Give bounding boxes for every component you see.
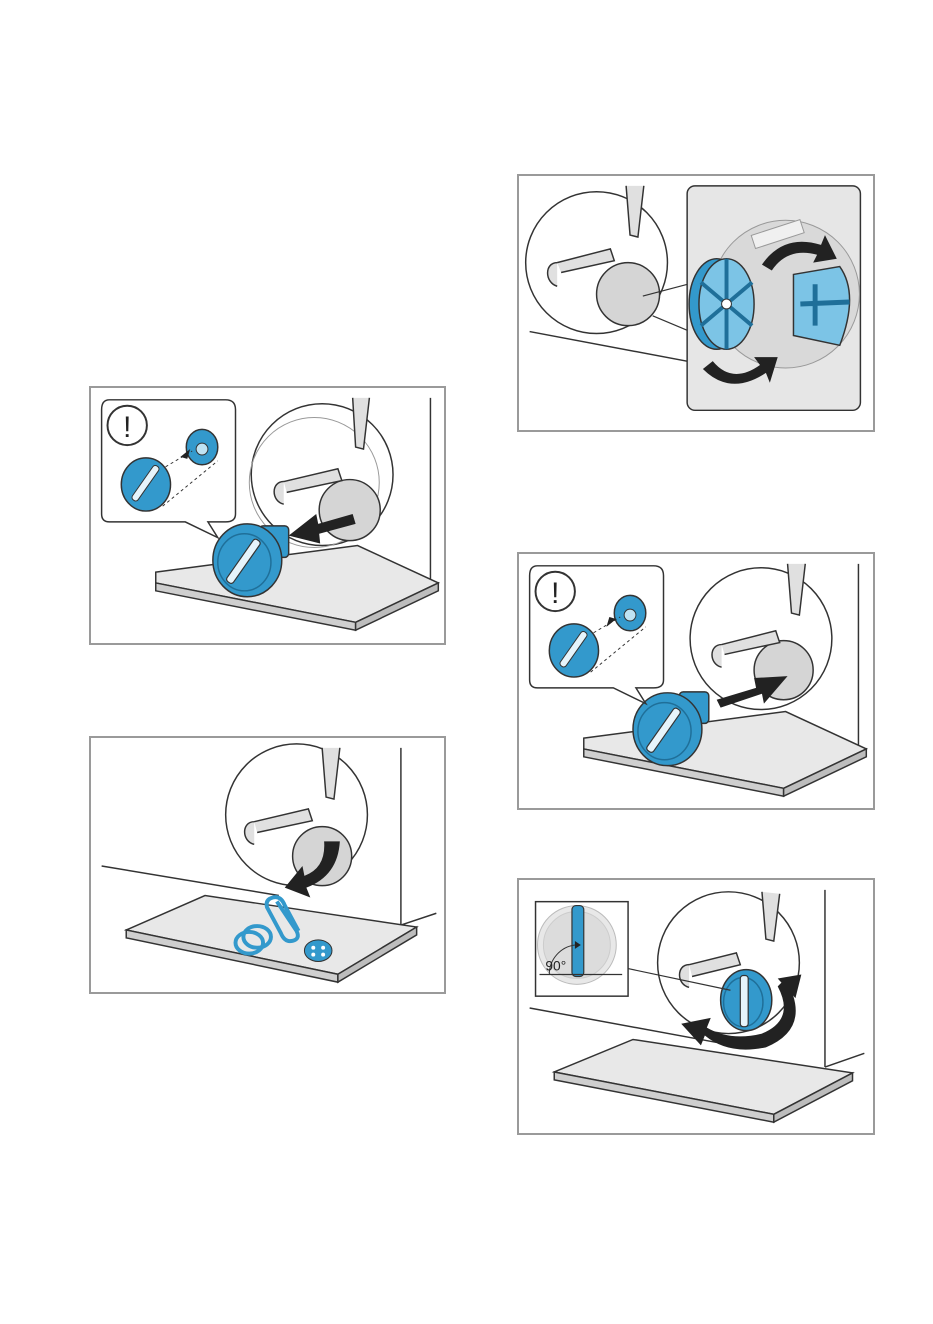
tighten-filter-cap-illustration: 90° (519, 880, 873, 1133)
magnified-service-flap (526, 186, 668, 334)
figure-reinsert-filter-cap: ! (517, 552, 875, 810)
warning-callout: ! (102, 400, 236, 538)
filter-cap (721, 970, 772, 1031)
angle-label: 90° (545, 959, 566, 974)
svg-text:!: ! (123, 411, 131, 444)
angle-detail-inset: 90° (536, 902, 629, 997)
rotate-pump-impeller-illustration (519, 176, 873, 430)
figure-clean-debris (89, 736, 446, 994)
pump-impeller (689, 259, 754, 350)
detail-inset (687, 186, 860, 410)
figure-rotate-pump-impeller (517, 174, 875, 432)
figure-remove-filter-cap: ! (89, 386, 446, 645)
figure-tighten-filter-cap: 90° (517, 878, 875, 1135)
reinsert-filter-cap-illustration: ! (519, 554, 873, 808)
clean-debris-illustration (91, 738, 444, 992)
remove-filter-cap-illustration: ! (91, 388, 444, 643)
drain-tray (156, 546, 439, 631)
pump-impeller-housing (793, 267, 849, 346)
warning-callout: ! (530, 566, 664, 704)
drain-tray (554, 1039, 852, 1122)
svg-text:!: ! (551, 577, 559, 610)
drain-tray (584, 712, 867, 797)
magnified-service-flap (226, 744, 368, 886)
